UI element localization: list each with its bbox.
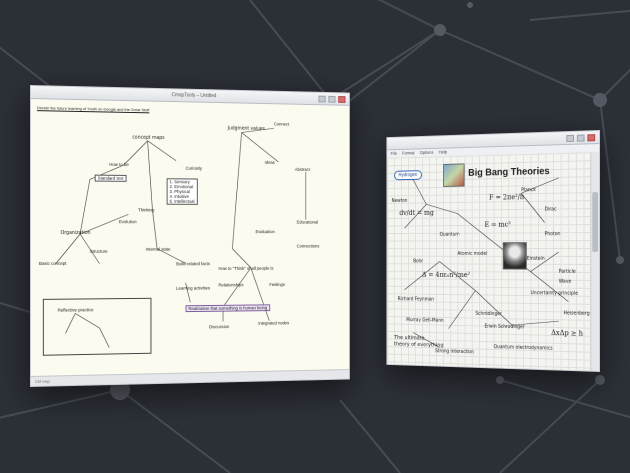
node-realization[interactable]: Realization that something is human bein… bbox=[186, 304, 270, 312]
label-erwin[interactable]: Erwin Schrodinger bbox=[484, 325, 524, 331]
portrait-photo-1 bbox=[443, 163, 464, 186]
node-standard-text[interactable]: Standard text bbox=[95, 175, 127, 182]
label-quantum[interactable]: Quantum bbox=[440, 233, 460, 238]
label-schrodinger[interactable]: Schrödinger bbox=[475, 312, 501, 317]
node-abstract[interactable]: Abstract bbox=[295, 167, 310, 172]
label-bohr[interactable]: Bohr bbox=[413, 260, 423, 265]
equation-bohr[interactable]: Δ = 4πε₀n²/me² bbox=[422, 271, 470, 279]
legend-box: Reflective practice bbox=[43, 298, 152, 356]
node-organization[interactable]: Organization bbox=[61, 231, 91, 236]
node-ideas[interactable]: Ideas bbox=[265, 160, 275, 165]
node-reflective-practice[interactable]: Reflective practice bbox=[58, 307, 94, 312]
node-internal-state[interactable]: Internal state bbox=[146, 247, 171, 252]
label-particle[interactable]: Particle bbox=[559, 270, 576, 275]
physics-map-window[interactable]: File Format Options Help bbox=[386, 130, 600, 372]
node-feelings[interactable]: Feelings bbox=[269, 282, 285, 287]
map-title: Big Bang Theories bbox=[468, 166, 549, 179]
node-structure[interactable]: Structure bbox=[90, 249, 108, 254]
equation-emc2[interactable]: E = mc² bbox=[484, 221, 510, 229]
node-basic-concept[interactable]: Basic concept bbox=[39, 261, 67, 266]
node-connect[interactable]: Connect bbox=[274, 122, 289, 127]
label-ultimate[interactable]: The ultimate bbox=[394, 335, 424, 341]
left-window-title: CmapTools – Untitled bbox=[172, 92, 217, 99]
vertical-scrollbar[interactable] bbox=[590, 152, 599, 371]
concept-map-canvas[interactable]: Decide the future learning of Youth on G… bbox=[31, 99, 349, 376]
node-thinking[interactable]: Thinking bbox=[138, 207, 154, 212]
node-levels-list[interactable]: 1. Sensory 2. Emotional 3. Physical 4. I… bbox=[167, 178, 198, 205]
node-connections[interactable]: Connections bbox=[297, 244, 320, 249]
close-button[interactable] bbox=[587, 134, 595, 141]
concept-map-window[interactable]: CmapTools – Untitled bbox=[30, 85, 350, 387]
label-atomic-model[interactable]: Atomic model bbox=[457, 252, 487, 257]
node-evaluation[interactable]: Evaluation bbox=[255, 229, 274, 234]
einstein-photo bbox=[503, 242, 527, 269]
node-educational[interactable]: Educational bbox=[297, 220, 318, 225]
node-build-related-facts[interactable]: Build-related facts bbox=[176, 261, 210, 266]
minimize-button[interactable] bbox=[566, 135, 574, 142]
label-einstein[interactable]: Einstein bbox=[527, 257, 545, 262]
node-judgment-values[interactable]: Judgment values bbox=[228, 126, 265, 131]
label-heisenberg[interactable]: Heisenberg bbox=[564, 311, 590, 316]
node-concept-maps[interactable]: concept maps bbox=[132, 136, 164, 141]
label-uncertainty[interactable]: Uncertainty principle bbox=[531, 291, 579, 297]
label-feynman[interactable]: Richard Feynman bbox=[398, 297, 434, 302]
equation-newton[interactable]: dv/dt = mg bbox=[399, 209, 434, 217]
label-gell-mann[interactable]: Murray Gell-Mann bbox=[406, 318, 443, 324]
node-integrated-nodes[interactable]: Integrated nodes bbox=[258, 320, 289, 325]
node-evolution[interactable]: Evolution bbox=[119, 219, 137, 224]
node-relationships[interactable]: Relationships bbox=[218, 282, 243, 287]
label-photon[interactable]: Photon bbox=[545, 232, 561, 237]
minimize-button[interactable] bbox=[318, 96, 325, 103]
node-discussion[interactable]: Discussion bbox=[209, 324, 229, 329]
label-planck[interactable]: Planck bbox=[521, 188, 536, 193]
close-button[interactable] bbox=[338, 96, 345, 103]
maximize-button[interactable] bbox=[577, 135, 585, 142]
label-wave[interactable]: Wave bbox=[559, 280, 572, 285]
equation-planck[interactable]: F = 2πe²/h bbox=[489, 193, 524, 201]
node-learning-activities[interactable]: Learning activities bbox=[176, 286, 210, 291]
label-newton[interactable]: Newton bbox=[392, 199, 408, 204]
equation-heisenberg[interactable]: ΔxΔp ≥ h bbox=[551, 329, 583, 338]
node-curiosity[interactable]: Curiosity bbox=[186, 166, 202, 171]
node-how-to-be[interactable]: How to be bbox=[109, 162, 129, 167]
maximize-button[interactable] bbox=[328, 96, 335, 103]
scrollbar-thumb[interactable] bbox=[592, 192, 598, 252]
label-dirac[interactable]: Dirac bbox=[545, 208, 557, 213]
physics-map-canvas[interactable]: Hydrogen Big Bang Theories dv/dt = mg F … bbox=[387, 152, 591, 370]
hydrogen-pill[interactable]: Hydrogen bbox=[394, 170, 422, 180]
node-how-to-think[interactable]: How to "Think" of all people is bbox=[218, 266, 273, 271]
